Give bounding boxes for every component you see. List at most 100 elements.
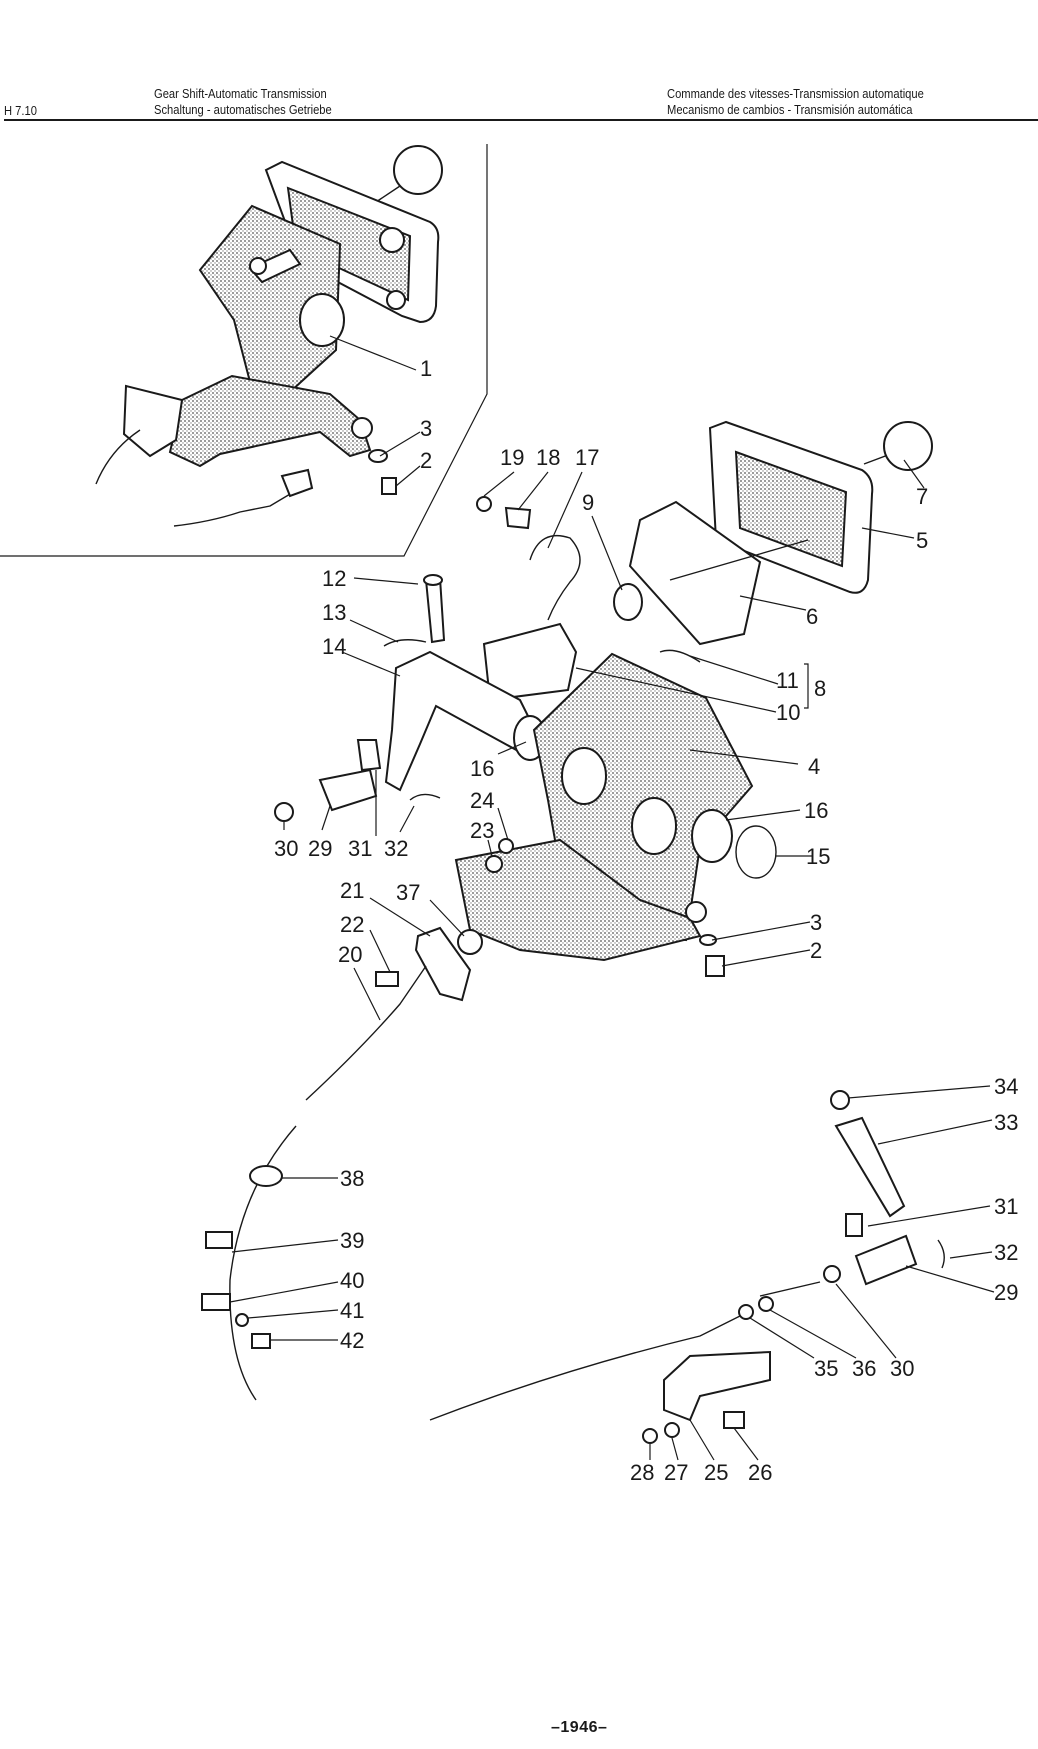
washer-part-3 <box>699 934 717 946</box>
shift-arm-part-14 <box>384 650 542 792</box>
callout-34: 34 <box>994 1074 1018 1099</box>
nut-part-34 <box>830 1090 850 1110</box>
inset-bushing <box>299 293 345 347</box>
shift-rod <box>669 539 809 581</box>
callout-11: 11 <box>776 668 799 693</box>
leader-19 <box>483 471 515 497</box>
callout-2: 2 <box>810 938 822 963</box>
inset-cable-mount <box>122 384 184 458</box>
callout-38: 38 <box>340 1166 364 1191</box>
callout-16-upper: 16 <box>470 756 494 781</box>
inset-bracket-leg <box>168 374 372 468</box>
washer-part-41 <box>235 1313 249 1327</box>
cable-lower-run <box>429 1315 741 1421</box>
callout-27: 27 <box>664 1460 688 1485</box>
callout-35: 35 <box>814 1356 838 1381</box>
callout-39: 39 <box>340 1228 364 1253</box>
bracket-base-plate <box>454 838 702 962</box>
callout-3: 3 <box>810 910 822 935</box>
leader-27 <box>671 1437 679 1461</box>
leader-20 <box>353 967 381 1021</box>
inset-cable-lower <box>173 485 305 527</box>
callout-33: 33 <box>994 1110 1018 1135</box>
leader-inset-2 <box>395 465 421 487</box>
leader-2 <box>721 949 811 967</box>
leader-7 <box>903 459 925 489</box>
leader-34 <box>847 1085 991 1099</box>
callout-9: 9 <box>582 490 594 515</box>
section-code: H 7.10 <box>4 103 37 118</box>
title-left-english: Gear Shift-Automatic Transmission <box>154 86 327 101</box>
pin-part-31a <box>356 739 382 772</box>
leader-35 <box>749 1317 815 1359</box>
clevis-part-29b <box>854 1234 918 1286</box>
inset-main-bracket <box>198 204 342 394</box>
cable-part-20 <box>305 965 427 1101</box>
bracket-bore-upper <box>561 747 607 805</box>
inset-cable-clevis <box>280 468 314 498</box>
bracket-8 <box>804 663 809 709</box>
callout-15: 15 <box>806 844 830 869</box>
callout-23: 23 <box>470 818 494 843</box>
split-pin-part-13 <box>383 639 427 647</box>
leader-37 <box>429 899 465 937</box>
nut-part-36 <box>758 1296 774 1312</box>
callout-31-lower: 31 <box>994 1194 1018 1219</box>
callout-inset-2: 2 <box>420 448 432 473</box>
leader-13 <box>349 619 399 643</box>
leader-22 <box>369 929 391 973</box>
inset-shift-arm <box>248 248 302 284</box>
callout-inset-1: 1 <box>420 356 432 381</box>
callout-8: 8 <box>814 676 826 701</box>
selector-frame-insert <box>734 450 848 568</box>
leader-16a <box>497 741 527 755</box>
leader-12 <box>353 577 419 585</box>
callout-32-upper: 32 <box>384 836 408 861</box>
callout-24: 24 <box>470 788 494 813</box>
leader-5 <box>861 527 915 539</box>
leader-23 <box>487 839 493 857</box>
leader-21 <box>369 897 431 937</box>
grommet-part-38 <box>249 1165 283 1187</box>
callout-inset-3: 3 <box>420 416 432 441</box>
leader-11 <box>689 655 779 685</box>
callout-17: 17 <box>575 445 599 470</box>
callout-21: 21 <box>340 878 364 903</box>
link-part-33 <box>834 1116 906 1218</box>
leader-10 <box>575 667 777 713</box>
title-right-french: Commande des vitesses-Transmission autom… <box>667 86 924 101</box>
title-right-spanish: Mecanismo de cambios - Transmisión autom… <box>667 102 913 117</box>
nut-part-23 <box>485 855 503 873</box>
leader-17 <box>547 471 583 549</box>
inset-base-nut <box>351 417 373 439</box>
leader-32a <box>399 805 415 833</box>
callout-6: 6 <box>806 604 818 629</box>
clevis-part-29a <box>318 768 378 812</box>
bracket-part-25 <box>663 1350 771 1422</box>
inset-lever-knob <box>393 145 443 195</box>
clip-part-11 <box>659 649 701 663</box>
leader-33 <box>877 1119 993 1145</box>
leader-41 <box>247 1309 339 1319</box>
callout-18: 18 <box>536 445 560 470</box>
bracket-base-nut <box>685 901 707 923</box>
clip-part-40 <box>201 1293 231 1311</box>
title-right: Commande des vitesses-Transmission autom… <box>667 86 924 118</box>
title-left-german: Schaltung - automatisches Getriebe <box>154 102 332 117</box>
leader-29b <box>905 1265 995 1293</box>
leader-32b <box>949 1251 993 1259</box>
callout-37: 37 <box>396 880 420 905</box>
pin-head <box>423 574 443 586</box>
cable-outer-run <box>229 1125 297 1401</box>
leader-9 <box>591 515 623 591</box>
leader-36 <box>769 1309 857 1359</box>
callout-10: 10 <box>776 700 800 725</box>
leader-40 <box>229 1281 339 1303</box>
title-left: Gear Shift-Automatic Transmission Schalt… <box>154 86 332 118</box>
bolt-part-42 <box>251 1333 271 1349</box>
exploded-view: 19 18 17 9 7 5 6 12 13 14 11 8 10 4 16 2… <box>201 420 1018 1485</box>
leader-31b <box>867 1205 991 1227</box>
callout-32-lower: 32 <box>994 1240 1018 1265</box>
inset-frame-bolt <box>379 227 405 253</box>
callout-26: 26 <box>748 1460 772 1485</box>
